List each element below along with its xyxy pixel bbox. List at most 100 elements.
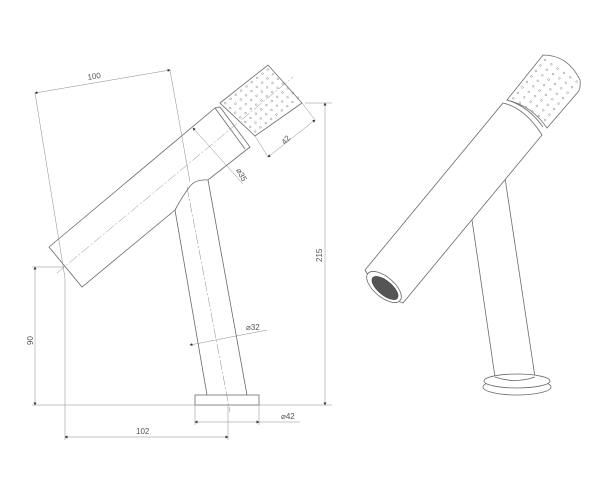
handle-texture bbox=[224, 68, 299, 133]
texture-dot bbox=[254, 121, 257, 124]
texture-dot bbox=[281, 82, 284, 85]
texture-dot bbox=[544, 93, 548, 97]
texture-dot bbox=[234, 102, 237, 105]
texture-dot bbox=[543, 58, 547, 62]
texture-dot bbox=[254, 130, 257, 133]
texture-dot bbox=[275, 104, 278, 107]
texture-dot bbox=[250, 98, 253, 102]
texture-dot bbox=[555, 92, 558, 95]
texture-dot bbox=[265, 104, 268, 107]
spout-outline bbox=[48, 106, 251, 288]
texture-dot bbox=[296, 96, 299, 99]
texture-dot bbox=[255, 85, 258, 88]
texture-dot bbox=[281, 91, 284, 94]
texture-dot bbox=[245, 85, 248, 88]
texture-dot bbox=[530, 75, 533, 78]
texture-dot bbox=[239, 107, 242, 110]
texture-dot bbox=[275, 113, 278, 116]
texture-dot bbox=[239, 98, 242, 101]
texture-dot bbox=[516, 91, 520, 95]
texture-dot bbox=[266, 77, 269, 80]
texture-dot bbox=[286, 87, 289, 90]
dim-total-height: 215 bbox=[315, 248, 324, 262]
texture-dot bbox=[558, 77, 561, 80]
texture-dot bbox=[536, 79, 539, 82]
handle-3d bbox=[506, 54, 581, 129]
texture-dot bbox=[259, 117, 262, 120]
texture-dot bbox=[540, 99, 543, 102]
texture-dot bbox=[543, 118, 547, 122]
texture-dot bbox=[286, 96, 289, 99]
texture-dot bbox=[531, 110, 534, 113]
texture-dot bbox=[261, 81, 264, 84]
texture-dot bbox=[239, 116, 242, 119]
texture-dot bbox=[552, 107, 556, 111]
texture-dot bbox=[532, 85, 535, 88]
spout-centerline bbox=[56, 76, 294, 274]
texture-dot bbox=[557, 102, 560, 105]
texture-dot bbox=[249, 107, 252, 111]
texture-dot bbox=[553, 82, 557, 86]
perspective-view bbox=[364, 54, 581, 396]
texture-dot bbox=[524, 105, 528, 109]
texture-dot bbox=[240, 89, 243, 92]
texture-dot bbox=[564, 81, 567, 84]
texture-dot bbox=[254, 112, 257, 115]
texture-dot bbox=[261, 72, 264, 75]
texture-dot bbox=[542, 109, 545, 112]
texture-dot bbox=[291, 100, 294, 104]
texture-dot bbox=[266, 86, 269, 89]
texture-dot bbox=[549, 88, 552, 91]
texture-dot bbox=[260, 90, 263, 93]
texture-dot bbox=[291, 91, 294, 95]
stem-centerline bbox=[186, 186, 231, 413]
texture-dot bbox=[249, 116, 252, 120]
dim-stem-diameter: ⌀32 bbox=[246, 323, 260, 332]
texture-dot bbox=[570, 85, 574, 89]
dim-line-35 bbox=[192, 127, 244, 185]
texture-dot bbox=[556, 67, 559, 70]
base-top bbox=[483, 373, 551, 389]
texture-dot bbox=[548, 113, 551, 116]
texture-dot bbox=[250, 89, 253, 93]
spout-ring bbox=[214, 107, 246, 150]
texture-dot bbox=[255, 103, 258, 106]
texture-dot bbox=[533, 94, 537, 98]
texture-dot bbox=[523, 96, 526, 99]
texture-dot bbox=[234, 111, 237, 114]
dim-spout-height: 90 bbox=[26, 336, 35, 345]
texture-dot bbox=[550, 63, 553, 66]
texture-dot bbox=[270, 117, 273, 121]
texture-dot bbox=[259, 126, 262, 129]
stem-right-edge bbox=[207, 179, 248, 396]
texture-dot bbox=[539, 64, 542, 67]
dim-line-100 bbox=[34, 68, 171, 95]
stem-left-edge bbox=[174, 209, 208, 396]
texture-dot bbox=[256, 76, 259, 80]
texture-dot bbox=[551, 72, 555, 76]
texture-dot bbox=[535, 104, 539, 108]
texture-dot bbox=[566, 91, 569, 94]
texture-dot bbox=[551, 98, 554, 101]
texture-dot bbox=[264, 121, 267, 125]
texture-dot bbox=[271, 90, 274, 94]
texture-dot bbox=[538, 89, 541, 92]
texture-dot bbox=[560, 87, 563, 90]
texture-dot bbox=[271, 81, 274, 85]
texture-dot bbox=[561, 96, 565, 100]
texture-dot bbox=[286, 105, 289, 108]
dim-line-32 bbox=[189, 329, 268, 346]
handle-outline bbox=[219, 64, 303, 137]
texture-dot bbox=[271, 73, 274, 76]
texture-dot bbox=[266, 68, 269, 71]
texture-dot bbox=[270, 108, 273, 112]
dim-line-42 bbox=[267, 119, 316, 158]
stem-left-edge-3d bbox=[471, 219, 496, 378]
texture-dot bbox=[255, 94, 258, 97]
texture-dot bbox=[562, 71, 566, 75]
texture-dot bbox=[265, 95, 268, 98]
dim-spout-diameter: ⌀35 bbox=[234, 167, 249, 184]
texture-dot bbox=[270, 99, 273, 103]
texture-dot bbox=[229, 97, 232, 101]
